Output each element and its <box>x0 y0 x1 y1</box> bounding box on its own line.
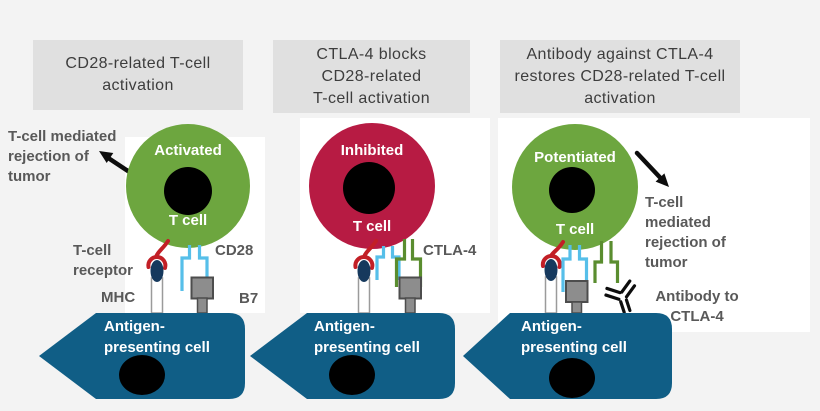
b7-stem-1 <box>196 297 208 314</box>
panel2-cell-label: T cell <box>352 218 392 235</box>
apc-label-1: Antigen- presenting cell <box>104 318 210 356</box>
tcell-inhibited-nucleus <box>343 162 395 214</box>
panel1-rejection-note: T-cell mediated rejection of tumor <box>8 128 117 185</box>
tcr-hook-3 <box>540 254 562 269</box>
tcell-receptor-label: T-cell receptor <box>73 242 134 279</box>
apc-label-2: Antigen- presenting cell <box>314 318 420 356</box>
rejection-arrowhead <box>99 151 114 163</box>
apc-body-3 <box>463 313 672 399</box>
panel2-graphics <box>250 123 455 399</box>
panel1-graphics <box>39 124 250 399</box>
mhc-stalk-2 <box>357 277 371 314</box>
cd28-label: CD28 <box>215 242 254 259</box>
panel3-cell-state: Potentiated <box>534 149 616 166</box>
tcell-activated-nucleus <box>164 167 212 215</box>
ctla4-label: CTLA-4 <box>423 242 477 259</box>
rejection-arrow-down-right <box>634 150 664 181</box>
cd28-receptor-bound-3 <box>561 245 589 292</box>
mhc-head-3 <box>544 259 558 281</box>
mhc-head-2 <box>357 260 371 282</box>
b7-ligand-1 <box>190 276 214 300</box>
b7-ligand-2 <box>398 276 422 300</box>
mhc-stalk-1 <box>150 277 164 314</box>
panel3-cell-label: T cell <box>555 221 595 238</box>
panel1-cell-label: T cell <box>168 212 208 229</box>
mhc-stalk-3 <box>544 276 558 314</box>
mhc-label: MHC <box>101 289 136 306</box>
ctla4-receptor-free-3 <box>593 241 620 283</box>
rejection-arrowhead-3 <box>655 173 669 187</box>
rejection-arrow-up-left <box>106 156 134 176</box>
cd28-receptor-free-2 <box>375 246 401 280</box>
cd28-receptor-bound-1 <box>180 245 209 291</box>
antibody-to-ctla4-label: Antibody to CTLA-4 <box>655 288 739 325</box>
apc-label-3: Antigen- presenting cell <box>521 318 627 356</box>
panel1-header: CD28-related T-cell activation <box>33 40 243 110</box>
panel3-header: Antibody against CTLA-4 restores CD28-re… <box>500 40 740 113</box>
b7-label: B7 <box>239 290 259 307</box>
b7-stem-3 <box>571 301 583 314</box>
panel3-rejection-note: T-cell mediated rejection of tumor <box>645 194 726 271</box>
panel2-cell-state: Inhibited <box>340 142 404 159</box>
tcr-hook-1 <box>146 255 168 270</box>
b7-ligand-3 <box>565 280 589 303</box>
b7-stem-2 <box>404 297 416 314</box>
antibody-icon <box>604 279 637 314</box>
tcell-potentiated-nucleus <box>549 167 595 213</box>
panel2-header: CTLA-4 blocks CD28-related T-cell activa… <box>273 40 470 113</box>
apc-nucleus-3 <box>549 358 595 398</box>
ctla4-receptor-bound-2 <box>394 239 423 287</box>
apc-nucleus-1 <box>119 355 165 395</box>
panel1-cell-state: Activated <box>154 142 222 159</box>
tcr-hook-2 <box>353 255 375 270</box>
mhc-head-1 <box>150 260 164 282</box>
apc-nucleus-2 <box>329 355 375 395</box>
panel3-graphics <box>463 124 672 399</box>
